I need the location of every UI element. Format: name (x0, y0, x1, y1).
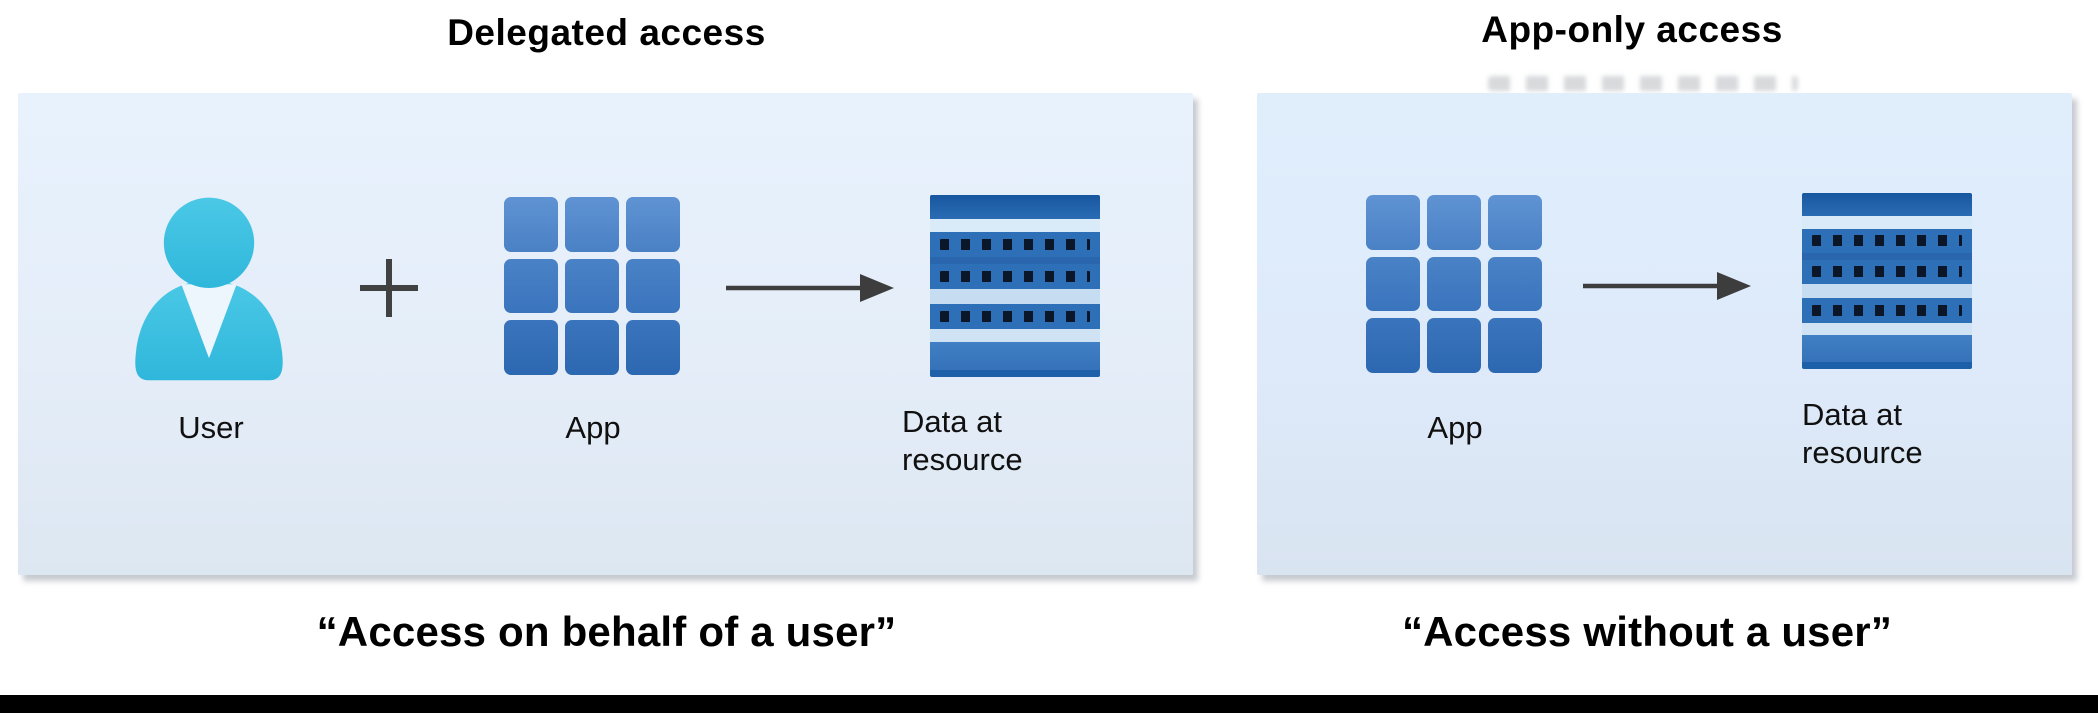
app-grid-cell (565, 258, 619, 314)
app-label: App (565, 410, 621, 445)
app-grid-cell (1427, 256, 1481, 312)
app-grid-cell (1488, 195, 1542, 250)
app-grid-cell (565, 320, 619, 375)
app-grid-cell (565, 197, 619, 252)
app-grid-cell (504, 197, 558, 252)
app-grid-cell (504, 258, 558, 314)
delegated-access-title: Delegated access (447, 12, 766, 53)
app-grid-icon (504, 197, 680, 375)
user-label: User (178, 410, 244, 445)
app-grid-cell (1427, 318, 1481, 373)
app-grid-cell (1366, 256, 1420, 312)
arrow-right-icon (1577, 269, 1757, 303)
app-grid-cell (1488, 318, 1542, 373)
app-only-access-panel: App Data at resource (1257, 93, 2072, 575)
app-only-access-caption: “Access without a user” (1401, 608, 1893, 655)
app-grid-cell (626, 258, 680, 314)
app-grid-cell (626, 320, 680, 375)
delegated-access-panel: User App Data at resource (18, 93, 1193, 575)
app-label: App (1427, 410, 1483, 445)
faded-text-artifact (1488, 76, 1798, 91)
data-at-resource-label: Data at resource (1802, 397, 1923, 470)
app-grid-cell (626, 197, 680, 252)
app-grid-cell (1427, 195, 1481, 250)
user-icon (126, 195, 292, 381)
delegated-access-caption: “Access on behalf of a user” (316, 608, 897, 655)
app-grid-cell (1366, 195, 1420, 250)
app-grid-cell (1488, 256, 1542, 312)
app-grid-cell (1366, 318, 1420, 373)
app-grid-cell (504, 320, 558, 375)
app-only-access-title: App-only access (1481, 9, 1783, 50)
bottom-black-bar (0, 695, 2098, 713)
arrow-right-icon (724, 271, 896, 305)
data-at-resource-label: Data at resource (902, 404, 1023, 477)
app-grid-icon (1366, 195, 1542, 373)
data-resource-icon (930, 195, 1100, 377)
plus-icon (354, 253, 424, 323)
data-resource-icon (1802, 193, 1972, 369)
